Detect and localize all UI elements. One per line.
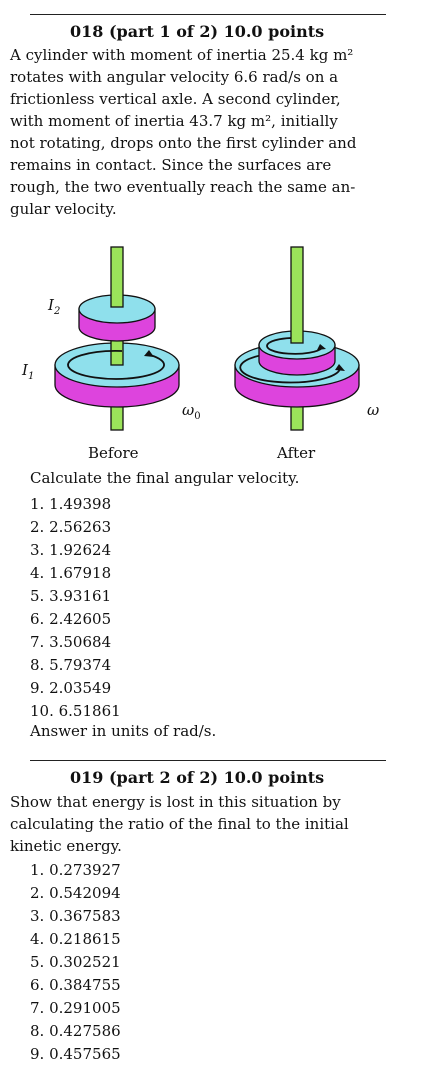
- answer-choice[interactable]: 2. 2.56263: [30, 518, 112, 536]
- after-rod-top: [290, 246, 304, 344]
- statement-line: not rotating, drops onto the first cylin…: [10, 134, 357, 152]
- statement-line: Show that energy is lost in this situati…: [10, 793, 341, 811]
- statement-line: kinetic energy.: [10, 837, 122, 855]
- answer-choice[interactable]: 8. 0.427586: [30, 1022, 121, 1040]
- after-arrow-head-upper: [317, 344, 326, 350]
- answer-choice[interactable]: 5. 3.93161: [30, 587, 112, 605]
- before-diagram: I2 I1 ω0 Before: [21, 246, 201, 462]
- statement-line: with moment of inertia 43.7 kg m², initi…: [10, 112, 338, 130]
- statement-line: rough, the two eventually reach the same…: [10, 178, 356, 196]
- answer-choice[interactable]: 7. 0.291005: [30, 999, 121, 1017]
- after-diagram: ω After: [234, 246, 379, 462]
- statement-line: frictionless vertical axle. A second cyl…: [10, 90, 341, 108]
- label-omega: ω: [367, 401, 379, 419]
- answer-choice[interactable]: 1. 1.49398: [30, 495, 112, 513]
- statement-line: A cylinder with moment of inertia 25.4 k…: [10, 46, 354, 64]
- answer-choice[interactable]: 3. 0.367583: [30, 907, 121, 925]
- answer-choice[interactable]: 4. 1.67918: [30, 564, 112, 582]
- answer-choice[interactable]: 6. 0.384755: [30, 976, 121, 994]
- question-019-choices: 1. 0.273927 2. 0.542094 3. 0.367583 4. 0…: [30, 859, 121, 1066]
- after-arrow-head-lower: [335, 364, 345, 371]
- question-019-statement: Show that energy is lost in this situati…: [10, 791, 398, 857]
- label-i2: I2: [47, 296, 60, 317]
- answer-choice[interactable]: 6. 2.42605: [30, 610, 112, 628]
- question-018-choices: 1. 1.49398 2. 2.56263 3. 1.92624 4. 1.67…: [30, 493, 121, 723]
- cylinders-figure: I2 I1 ω0 Before ω After: [21, 246, 379, 462]
- before-rotation-arrow: [67, 349, 165, 380]
- answer-choice[interactable]: 10. 6.51861: [30, 702, 121, 720]
- top-divider: [30, 14, 386, 15]
- before-arrow-head: [144, 350, 154, 357]
- answer-choice[interactable]: 9. 0.457565: [30, 1045, 121, 1063]
- question-018-units: Answer in units of rad/s.: [30, 722, 217, 740]
- statement-line: rotates with angular velocity 6.6 rad/s …: [10, 68, 339, 86]
- answer-choice[interactable]: 1. 0.273927: [30, 861, 121, 879]
- statement-line: remains in contact. Since the surfaces a…: [10, 156, 332, 174]
- caption-after: After: [276, 444, 316, 462]
- caption-before: Before: [88, 444, 139, 462]
- answer-choice[interactable]: 8. 5.79374: [30, 656, 112, 674]
- before-rod-top: [110, 246, 124, 308]
- question-018-statement: A cylinder with moment of inertia 25.4 k…: [10, 44, 398, 220]
- after-rotation-arrow-upper: [266, 336, 323, 355]
- label-i1: I1: [21, 361, 34, 382]
- answer-choice[interactable]: 5. 0.302521: [30, 953, 121, 971]
- answer-choice[interactable]: 7. 3.50684: [30, 633, 112, 651]
- answer-choice[interactable]: 9. 2.03549: [30, 679, 112, 697]
- question-018-prompt: Calculate the final angular velocity.: [30, 469, 300, 487]
- statement-line: calculating the ratio of the final to th…: [10, 815, 349, 833]
- answer-choice[interactable]: 2. 0.542094: [30, 884, 121, 902]
- question-018-heading: 018 (part 1 of 2) 10.0 points: [70, 22, 325, 41]
- question-019-heading: 019 (part 2 of 2) 10.0 points: [70, 768, 325, 787]
- question-divider: [30, 760, 386, 761]
- label-omega0: ω0: [182, 401, 201, 422]
- answer-choice[interactable]: 4. 0.218615: [30, 930, 121, 948]
- statement-line: gular velocity.: [10, 200, 117, 218]
- answer-choice[interactable]: 3. 1.92624: [30, 541, 112, 559]
